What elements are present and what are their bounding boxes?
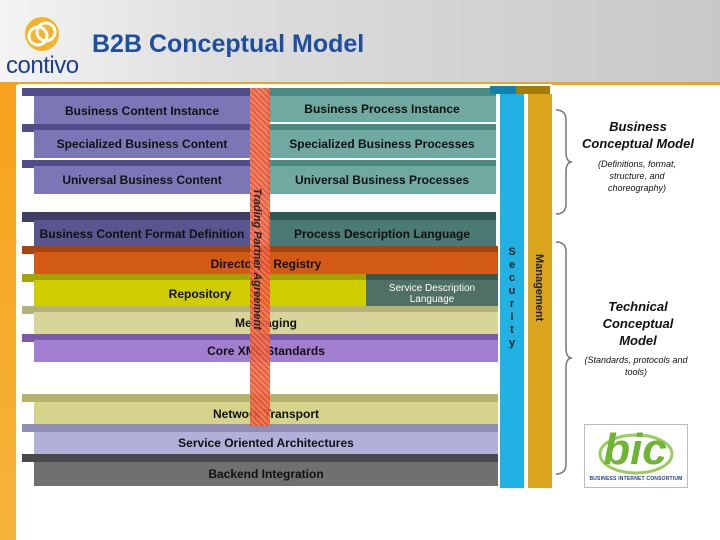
layer-top-edge bbox=[268, 88, 496, 96]
management-label: Management bbox=[533, 254, 545, 322]
layer-process-description-language: Process Description Language bbox=[268, 220, 496, 248]
trading-partner-agreement-label: Trading Partner Agreement bbox=[251, 188, 263, 330]
management-column bbox=[528, 94, 552, 488]
layer-universal-business-processes: Universal Business Processes bbox=[268, 166, 496, 194]
layer-top-edge bbox=[22, 274, 366, 282]
security-label: Security bbox=[506, 246, 518, 350]
layer-top-edge bbox=[22, 212, 250, 222]
layer-business-content-format-definition: Business Content Format Definition bbox=[34, 220, 250, 248]
technical-brace-icon bbox=[555, 241, 573, 475]
layer-service-oriented-architectures: Service Oriented Architectures bbox=[34, 432, 498, 454]
layer-top-edge bbox=[22, 454, 498, 462]
layer-top-edge bbox=[22, 124, 250, 132]
layer-business-content-instance: Business Content Instance bbox=[34, 96, 250, 126]
layer-top-edge bbox=[268, 212, 496, 222]
security-column bbox=[500, 94, 524, 488]
business-conceptual-model-note: (Definitions, format, structure, and cho… bbox=[597, 159, 677, 193]
bic-logo-caption: BUSINESS INTERNET CONSORTIUM bbox=[589, 476, 683, 482]
security-top-edge bbox=[490, 86, 520, 94]
layer-service-description-language: Service Description Language bbox=[366, 280, 498, 308]
bic-logo-text: bic bbox=[603, 425, 667, 474]
management-top-edge bbox=[516, 86, 550, 94]
layer-top-edge bbox=[22, 160, 250, 168]
trading-partner-agreement-band bbox=[250, 88, 270, 426]
layer-repository: Repository bbox=[34, 280, 366, 308]
technical-conceptual-model-title: Technical Conceptual Model bbox=[602, 299, 674, 348]
header-rule bbox=[0, 82, 720, 85]
technical-conceptual-model-note: (Standards, protocols and tools) bbox=[584, 355, 688, 377]
layer-specialized-business-content: Specialized Business Content bbox=[34, 130, 250, 158]
layer-business-process-instance: Business Process Instance bbox=[268, 96, 496, 122]
business-brace-icon bbox=[555, 109, 573, 215]
layer-backend-integration: Backend Integration bbox=[34, 462, 498, 486]
contivo-logo-icon bbox=[25, 17, 59, 51]
business-conceptual-model-title: Business Conceptual Model bbox=[582, 119, 694, 151]
left-accent-rail bbox=[0, 84, 16, 540]
layer-top-edge bbox=[22, 424, 498, 432]
layer-top-edge bbox=[268, 124, 496, 132]
layer-top-edge bbox=[22, 88, 250, 96]
logo-text: contivo bbox=[6, 52, 79, 79]
bic-swoosh-icon bbox=[598, 433, 674, 475]
layer-universal-business-content: Universal Business Content bbox=[34, 166, 250, 194]
layer-top-edge bbox=[268, 160, 496, 168]
layer-top-edge bbox=[366, 274, 498, 282]
header-bar bbox=[0, 0, 720, 84]
layer-specialized-business-processes: Specialized Business Processes bbox=[268, 130, 496, 158]
page-title: B2B Conceptual Model bbox=[92, 30, 365, 58]
